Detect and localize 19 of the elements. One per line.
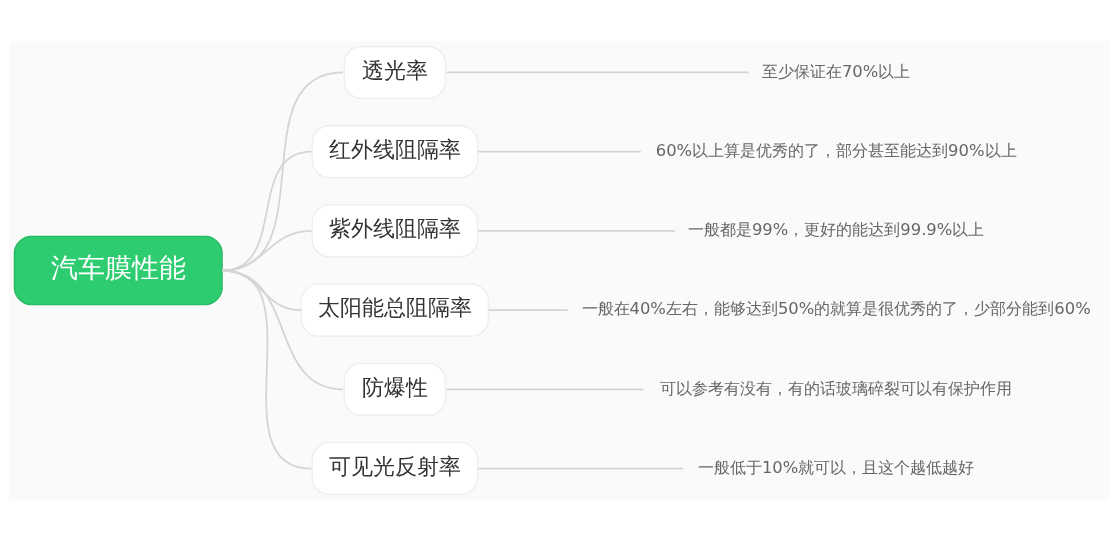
node-text: 可以参考有没有，有的话玻璃碎裂可以有保护作用 bbox=[660, 378, 1013, 398]
node-box: 可见光反射率 bbox=[311, 441, 479, 495]
node-box: 红外线阻隔率 bbox=[311, 124, 479, 178]
node-text: 一般都是99%，更好的能达到99.9%以上 bbox=[687, 219, 985, 239]
node-box: 透光率 bbox=[343, 45, 447, 99]
connector bbox=[477, 150, 642, 153]
node-text: 一般低于10%就可以，且这个越低越好 bbox=[697, 457, 975, 477]
connector bbox=[477, 229, 676, 232]
node-text: 一般在40%左右，能够达到50%的就算是很优秀的了，少部分能到60% bbox=[581, 298, 1091, 318]
connector bbox=[445, 71, 750, 73]
connector bbox=[487, 308, 569, 311]
node-text: 60%以上算是优秀的了，部分甚至能达到90%以上 bbox=[655, 140, 1017, 160]
node-box: 防爆性 bbox=[343, 362, 447, 416]
connector bbox=[477, 467, 684, 469]
node-text: 至少保证在70%以上 bbox=[761, 61, 911, 81]
connector bbox=[445, 387, 645, 390]
node-box: 汽车膜性能 bbox=[13, 235, 223, 305]
node-box: 紫外线阻隔率 bbox=[311, 203, 479, 258]
node-box: 太阳能总阻隔率 bbox=[300, 282, 490, 337]
